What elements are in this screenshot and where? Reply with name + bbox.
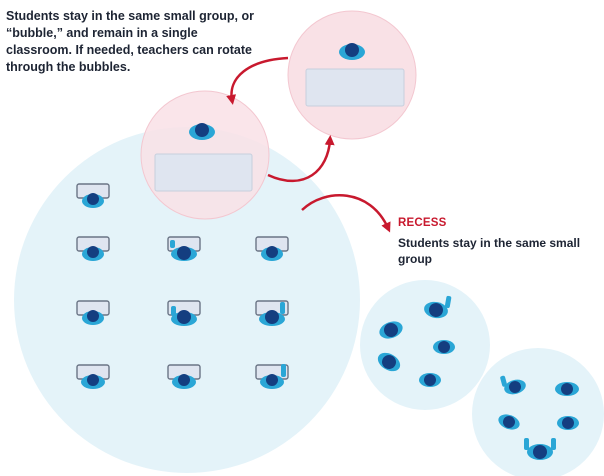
student-desk [255,364,289,389]
student-icon [377,352,401,372]
student-icon [419,373,441,387]
student-desk [76,300,110,325]
student-desk-row-4 [76,364,289,389]
student-icon [555,382,579,396]
student-desk [167,364,201,389]
teacher-desk-1 [154,153,253,192]
student-icon [524,438,556,460]
student-icon [424,295,452,319]
student-desk [255,236,289,261]
recess-bubble-1 [360,280,490,410]
student-desk [76,236,110,261]
recess-title: RECESS [398,217,447,229]
teacher-icon [339,43,365,60]
intro-caption: Students stay in the same small group, o… [6,9,254,74]
student-icon [498,414,520,430]
curved-arrow-icon [301,194,391,233]
recess-group-2 [498,375,579,460]
student-icon [500,375,526,395]
student-desk [76,364,110,389]
student-icon [433,340,455,354]
student-icon [557,416,579,430]
student-desk-row-2 [76,236,289,261]
teacher-icon [189,123,215,140]
student-desk-row-3 [76,300,289,326]
student-desk [167,300,201,326]
curved-arrow-icon [267,135,335,183]
recess-caption: Students stay in the same small group [398,236,581,266]
student-desk [76,183,110,208]
student-desk [255,300,289,326]
recess-group-1 [377,295,455,387]
student-desk-row-1 [76,183,110,208]
curved-arrow-icon [226,56,289,105]
student-icon [379,321,403,339]
teacher-desk-2 [305,68,405,107]
student-desk [167,236,201,261]
